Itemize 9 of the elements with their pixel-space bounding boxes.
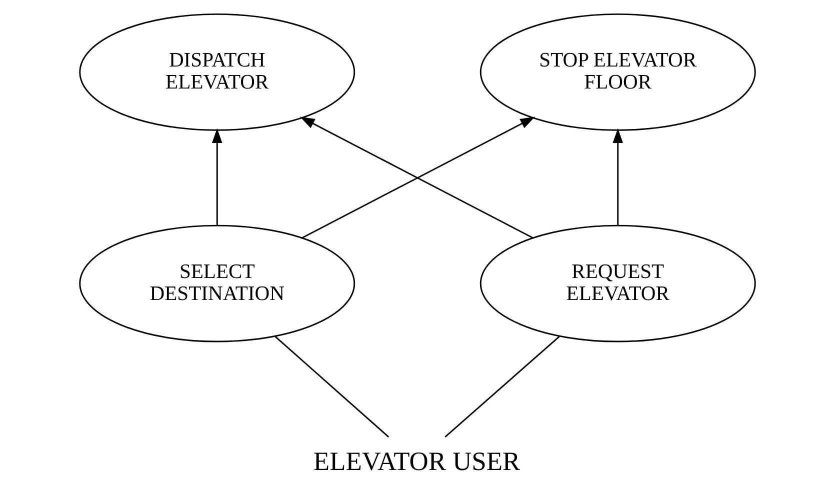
- connector: [274, 336, 389, 438]
- connector: [444, 336, 560, 438]
- node-ellipse: DISPATCH ELEVATOR: [78, 13, 355, 131]
- node-ellipse: REQUEST ELEVATOR: [479, 224, 756, 342]
- node-ellipse: SELECT DESTINATION: [78, 224, 355, 342]
- arrow: [211, 128, 222, 226]
- node-ellipse: STOP ELEVATOR FLOOR: [479, 13, 756, 131]
- node-text: ELEVATOR USER: [312, 446, 520, 476]
- arrow: [612, 128, 623, 226]
